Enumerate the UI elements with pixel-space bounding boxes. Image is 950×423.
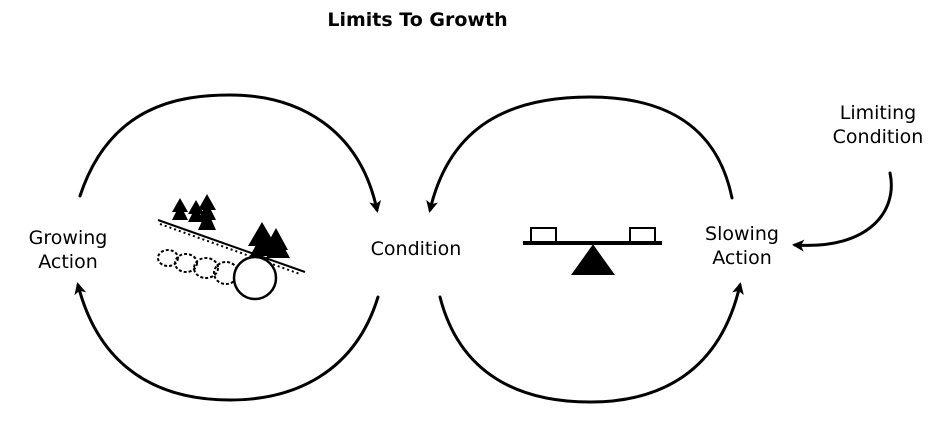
node-limiting-condition-line-2: Condition — [832, 126, 924, 148]
arc-limiting-to-slowing — [792, 171, 893, 252]
node-growing-action: Growing Action — [18, 226, 118, 274]
node-growing-action-line-2: Action — [38, 251, 98, 273]
snowball-icon — [157, 194, 306, 301]
page-title: Limits To Growth — [327, 9, 508, 31]
balancing-loop — [426, 95, 744, 404]
node-slowing-action: Slowing Action — [692, 222, 792, 270]
node-condition: Condition — [370, 238, 462, 260]
node-growing-action-line-1: Growing — [28, 227, 108, 249]
node-slowing-action-line-2: Action — [712, 247, 772, 269]
arc-slowing-to-condition — [426, 95, 734, 213]
balance-seesaw-icon — [523, 227, 662, 275]
node-limiting-condition-line-1: Limiting — [839, 102, 917, 124]
arc-growing-to-condition — [78, 93, 381, 213]
arc-condition-to-growing — [74, 282, 380, 402]
tree-icon — [172, 194, 290, 258]
reinforcing-loop — [74, 93, 381, 402]
arc-condition-to-slowing — [438, 282, 744, 404]
node-limiting-condition: Limiting Condition — [822, 101, 934, 149]
node-slowing-action-line-1: Slowing — [705, 223, 779, 245]
